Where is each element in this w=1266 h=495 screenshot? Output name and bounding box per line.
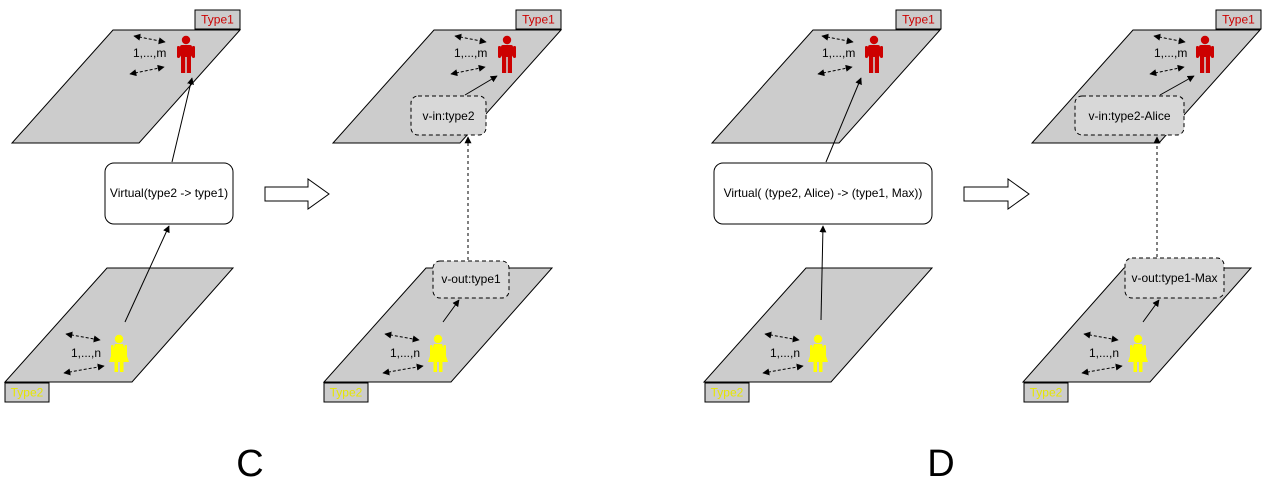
- v-out-node: [432, 260, 510, 299]
- type1-tag-label: Type1: [522, 13, 555, 27]
- type1-tag: [515, 9, 562, 30]
- relation-arrow: [764, 331, 800, 343]
- type1-tag: [895, 9, 942, 30]
- type2-tag: [4, 382, 50, 403]
- panel-d-after: Type1 1,...,m v-in:type2-Alice Type2 1,.…: [1021, 9, 1262, 403]
- type2-plane: Type2 1,...,n v-out:type1-Max: [1021, 257, 1253, 403]
- virtual-box-label: Virtual( (type2, Alice) -> (type1, Max)): [724, 186, 923, 200]
- type1-count: 1,...,m: [1154, 46, 1187, 60]
- link-arrow: [1142, 299, 1160, 323]
- relation-arrow: [63, 363, 105, 376]
- panel-c-after: Type1 1,...,m v-in:type2 Type2 1,...,n v…: [322, 9, 563, 403]
- v-in-node: [410, 95, 487, 136]
- type2-count: 1,...,n: [71, 346, 101, 360]
- link-arrow: [124, 225, 170, 323]
- type2-tag-label: Type2: [11, 386, 44, 400]
- link-arrow: [1159, 75, 1195, 96]
- type2-count: 1,...,n: [770, 346, 800, 360]
- link-arrow: [171, 77, 194, 163]
- type1-count: 1,...,m: [133, 46, 166, 60]
- type2-plane: Type2 1,...,n v-out:type1: [322, 260, 554, 403]
- v-out-label: v-out:type1-Max: [1131, 271, 1217, 285]
- type1-tag-label: Type1: [1222, 13, 1255, 27]
- type1-plane: Type1 1,...,m v-in:type2-Alice: [1030, 9, 1262, 144]
- transform-arrow: [963, 178, 1030, 210]
- v-in-label: v-in:type2: [422, 109, 474, 123]
- type2-tag: [1023, 382, 1069, 403]
- link-arrow: [464, 75, 498, 96]
- relation-arrow: [129, 64, 165, 77]
- panel-c-label: C: [236, 443, 263, 485]
- v-in-node: [1074, 95, 1185, 136]
- transform-arrow: [264, 178, 330, 210]
- relation-arrow: [1149, 64, 1185, 77]
- type2-plane: Type2 1,...,n: [702, 267, 934, 403]
- link-arrow: [442, 299, 460, 323]
- relation-arrow: [133, 33, 166, 45]
- type1-count: 1,...,m: [822, 46, 855, 60]
- relation-arrow: [384, 331, 420, 343]
- type1-plane: Type1 1,...,m v-in:type2: [331, 9, 563, 144]
- type2-count: 1,...,n: [1089, 346, 1119, 360]
- type2-plane: Type2 1,...,n: [3, 267, 235, 403]
- relation-arrow: [1083, 331, 1119, 343]
- panel-d-label: D: [927, 443, 954, 485]
- relation-arrow: [821, 33, 854, 45]
- relation-arrow: [65, 331, 101, 343]
- link-arrow: [819, 225, 827, 321]
- v-in-label: v-in:type2-Alice: [1088, 109, 1170, 123]
- panel-c-before: Type1 1,...,m Type2 1,...,n Virtual(type…: [3, 9, 242, 403]
- type2-tag-label: Type2: [330, 386, 363, 400]
- relation-arrow: [382, 363, 424, 376]
- relation-arrow: [817, 64, 853, 77]
- relation-arrow: [762, 363, 804, 376]
- relation-arrow: [454, 33, 487, 45]
- type1-tag-label: Type1: [201, 13, 234, 27]
- type2-tag: [704, 382, 750, 403]
- virtual-box: [104, 162, 234, 225]
- type1-tag-label: Type1: [902, 13, 935, 27]
- relation-arrow: [450, 64, 486, 77]
- relation-arrow: [1153, 33, 1186, 45]
- type2-tag-label: Type2: [711, 386, 744, 400]
- v-out-label: v-out:type1: [441, 272, 501, 286]
- type2-tag-label: Type2: [1030, 386, 1063, 400]
- type2-count: 1,...,n: [390, 346, 420, 360]
- virtual-box-label: Virtual(type2 -> type1): [110, 186, 228, 200]
- relation-arrow: [1081, 363, 1123, 376]
- virtual-box: [713, 162, 933, 225]
- type1-count: 1,...,m: [454, 46, 487, 60]
- type1-plane: Type1 1,...,m: [10, 9, 242, 144]
- type1-tag: [1215, 9, 1262, 30]
- type1-tag: [194, 9, 241, 30]
- type1-plane: Type1 1,...,m: [710, 9, 942, 144]
- panel-d-before: Type1 1,...,m Type2 1,...,n Virtual( (ty…: [702, 9, 942, 403]
- v-out-node: [1124, 257, 1225, 299]
- type2-tag: [323, 382, 369, 403]
- link-arrow: [825, 77, 862, 163]
